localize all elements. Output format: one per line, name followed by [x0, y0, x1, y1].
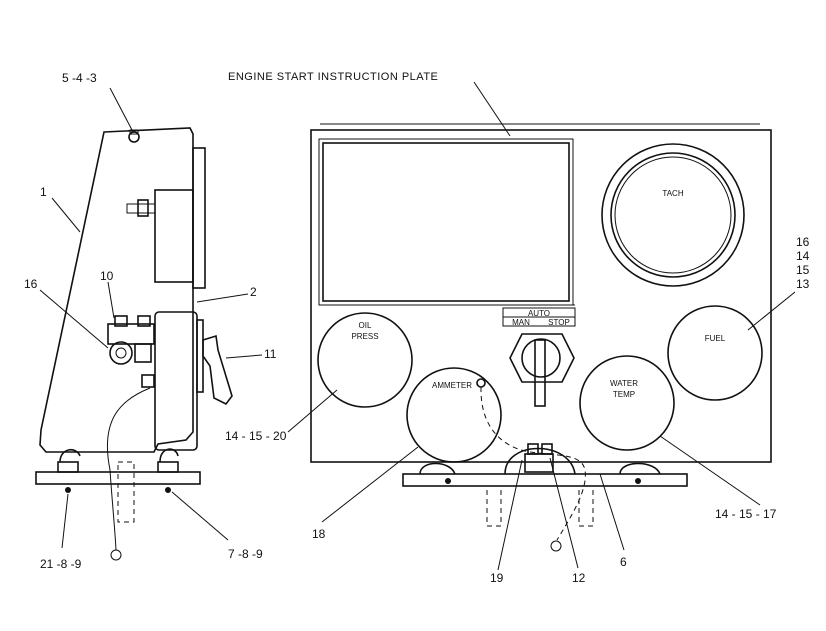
- side-wire: [106, 387, 151, 551]
- water-temp-gauge: [579, 355, 675, 451]
- switch-handle: [202, 334, 233, 406]
- callout-15: 15: [796, 263, 810, 277]
- ammeter-label: AMMETER: [432, 381, 472, 390]
- switch-nut: [509, 333, 575, 383]
- side-gauge-body-lower: [154, 189, 194, 283]
- front-view: [310, 123, 772, 552]
- callout-14-15-17: 14 - 15 - 17: [715, 507, 777, 521]
- side-top-screw: [128, 131, 140, 143]
- callout-18: 18: [312, 527, 326, 541]
- callout-13: 13: [796, 277, 810, 291]
- switch-auto-label: AUTO: [528, 309, 550, 318]
- plate-title: ENGINE START INSTRUCTION PLATE: [228, 71, 438, 83]
- callout-11: 11: [264, 347, 277, 361]
- side-gauge-body-upper: [192, 147, 206, 289]
- callout-14-15-20: 14 - 15 - 20: [225, 429, 287, 443]
- callout-21-8-9: 21 -8 -9: [40, 557, 82, 571]
- front-panel: [310, 129, 772, 463]
- callout-12: 12: [572, 571, 586, 585]
- oil-label-line2: PRESS: [351, 332, 378, 341]
- water-label-line2: TEMP: [613, 390, 635, 399]
- side-connector: [109, 341, 133, 365]
- water-label-line1: WATER: [610, 379, 638, 388]
- callout-7-8-9: 7 -8 -9: [228, 547, 263, 561]
- oil-press-gauge: [317, 312, 413, 408]
- side-view: [35, 127, 233, 561]
- front-base-rail: [402, 473, 688, 487]
- leader-lines: [39, 81, 796, 571]
- callout-14: 14: [796, 249, 810, 263]
- oil-label-line1: OIL: [359, 321, 372, 330]
- callout-16-side: 16: [24, 277, 38, 291]
- fuel-label: FUEL: [705, 334, 726, 343]
- ammeter-gauge: [406, 367, 502, 463]
- callout-5-4-3: 5 -4 -3: [62, 71, 97, 85]
- switch-lever: [534, 339, 546, 407]
- tach-gauge-bezel: [601, 143, 745, 287]
- callout-6: 6: [620, 555, 627, 569]
- callout-2: 2: [250, 285, 257, 299]
- fuel-gauge: [667, 305, 763, 401]
- callout-10: 10: [100, 269, 114, 283]
- switch-stop-label: STOP: [548, 318, 570, 327]
- callout-19: 19: [490, 571, 504, 585]
- side-housing: [39, 127, 194, 453]
- side-stud: [126, 203, 156, 214]
- tach-label: TACH: [662, 189, 683, 198]
- tach-gauge-face: [610, 152, 736, 278]
- side-switch-block: [154, 311, 198, 451]
- callout-1: 1: [40, 185, 47, 199]
- front-wire: [480, 386, 586, 541]
- callout-16-front: 16: [796, 235, 810, 249]
- switch-man-label: MAN: [512, 318, 530, 327]
- side-nut: [137, 199, 149, 217]
- instruction-plate: [322, 142, 570, 302]
